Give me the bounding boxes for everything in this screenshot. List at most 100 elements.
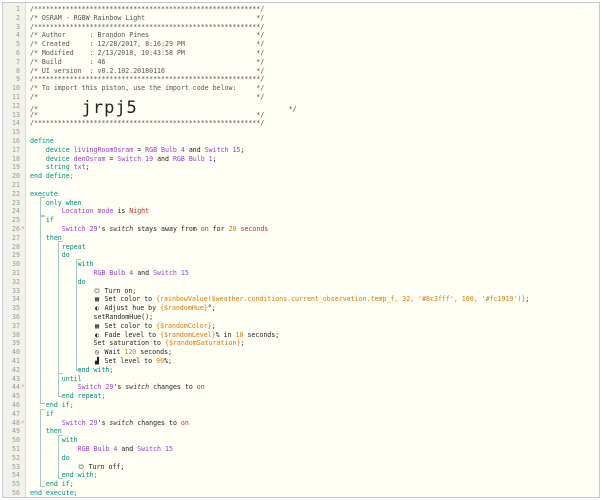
line-number: 14 [12,119,20,128]
code-line[interactable]: 12/* jrpj5 */ [3,99,599,116]
code-line[interactable]: 26⚡ Switch 29's switch stays away from o… [3,225,599,234]
code-line[interactable]: 42 end with; [3,366,599,375]
code-text: /***************************************… [30,5,264,14]
code-line[interactable]: 15 [3,128,599,137]
code-line[interactable]: 48⚡ Switch 29's switch changes to on [3,419,599,428]
action-icon: ▦ [95,321,100,330]
code-line[interactable]: 10/* To import this piston, use the impo… [3,84,599,93]
code-token: ; [525,295,530,304]
code-line[interactable]: 6/* Modified : 2/13/2018, 10:43:58 PM */ [3,49,599,58]
code-line[interactable]: 39 Set saturation to {$randomSaturation}… [3,339,599,348]
code-token: end repeat; [30,392,106,401]
code-line[interactable]: 45 end repeat; [3,392,599,401]
code-token: Fade level to [100,330,161,339]
code-text: end execute; [30,489,78,497]
bracket-with-2 [58,435,63,479]
code-line[interactable]: 28 repeat [3,243,599,252]
code-token: */ [137,104,297,113]
code-line[interactable]: 53 ⏻ Turn off; [3,463,599,472]
code-line[interactable]: 54 end with; [3,471,599,480]
code-line[interactable]: 51 RGB Bulb 4 and Switch 15 [3,445,599,454]
code-token: execute [30,189,58,198]
code-token: with [30,436,78,445]
code-token: and [133,269,154,277]
code-token: denOsram [73,154,106,163]
code-line[interactable]: 18 device denOsram = Switch 19 and RGB B… [3,155,599,164]
code-line[interactable]: 17 device livingRoomOsram = RGB Bulb 4 a… [3,146,599,155]
line-number: 4 [16,31,20,40]
code-line[interactable]: 41 ▟ Set level to 90%; [3,357,599,366]
line-number: 9 [16,75,20,84]
code-line[interactable]: 1/**************************************… [3,5,599,14]
code-line[interactable]: 14/*************************************… [3,119,599,128]
code-line[interactable]: 49 then [3,427,599,436]
line-number: 16 [12,137,20,145]
code-line[interactable]: 11/* */ [3,93,599,102]
code-line[interactable]: 38 ◐ Fade level to {$randomLevel}% in 10… [3,331,599,340]
code-line[interactable]: 13/* */ [3,111,599,120]
code-line[interactable]: 22 execute [3,190,599,199]
line-number: 22 [12,189,20,198]
line-number: 39 [12,339,20,348]
code-text: ◷ Wait 120 seconds; [30,348,172,357]
code-token: /* Created : 12/28/2017, 8:16:29 PM */ [30,40,265,49]
code-token: and [184,145,205,154]
code-token: Set color to [100,295,157,304]
code-line[interactable]: 44⚡ Switch 29's switch changes to on [3,383,599,392]
code-line[interactable]: 40 ◷ Wait 120 seconds; [3,348,599,357]
code-token: then [30,233,62,242]
code-line[interactable]: 47 if [3,410,599,419]
action-icon: ⏻ [94,286,100,295]
code-line[interactable]: 37 ▦ Set color to {$randomColor}; [3,322,599,331]
code-token: /* UI version : v0.2.102.20180116 */ [30,66,265,75]
code-token: setRandomHue(); [30,313,154,321]
code-line[interactable]: 50 with [3,436,599,445]
code-line[interactable]: 30 with [3,260,599,269]
code-line[interactable]: 27 then [3,234,599,243]
code-token: then [30,427,62,436]
code-text: end define; [30,172,74,181]
code-text: until [30,375,82,384]
code-token: /* */ [30,93,265,101]
code-text: then [30,234,62,243]
code-line[interactable]: 2/* OSRAM - RGBW Rainbow Light */ [3,14,599,23]
code-line[interactable]: 29 do [3,251,599,260]
code-line[interactable]: 55 end if; [3,480,599,489]
code-text: /* OSRAM - RGBW Rainbow Light */ [30,14,264,23]
code-line[interactable]: 8/* UI version : v0.2.102.20180116 */ [3,67,599,76]
code-token: switch [125,383,150,392]
line-number: 45 [12,392,20,401]
code-line[interactable]: 43 until [3,375,599,384]
code-line[interactable]: 32 do [3,278,599,287]
line-number: 46 [12,401,20,409]
code-line[interactable]: 7/* Build : 46 */ [3,58,599,67]
line-number: 5 [16,40,20,49]
code-token: /* To import this piston, use the import… [30,84,265,93]
code-line[interactable]: 52 do [3,454,599,463]
code-line[interactable]: 19 string txt; [3,163,599,172]
code-line[interactable]: 21 [3,181,599,190]
code-line[interactable]: 4/* Author : Brandon Pines */ [3,31,599,40]
code-line[interactable]: 3/**************************************… [3,23,599,32]
code-line[interactable]: 5 /* Created : 12/28/2017, 8:16:29 PM */ [3,40,599,49]
code-line[interactable]: 36 setRandomHue(); [3,313,599,322]
code-token: /***************************************… [30,75,265,84]
code-line[interactable]: 25 if [3,216,599,225]
code-token: RGB Bulb 4 [30,445,118,453]
code-line[interactable]: 24 Location mode is Night [3,207,599,216]
line-number: 7 [16,57,20,66]
code-line[interactable]: 35 ◐ Adjust hue by {$randomHue}°; [3,304,599,313]
code-line[interactable]: 33 ⏻ Turn on; [3,287,599,296]
code-line[interactable]: 23 only when [3,199,599,208]
code-line[interactable]: 34 ▦ Set color to {rainbowValue($weather… [3,295,599,304]
code-line[interactable]: 46 end if; [3,401,599,410]
code-text: if [30,216,54,225]
code-line[interactable]: 9 /**************************************… [3,75,599,84]
code-line[interactable]: 31 RGB Bulb 4 and Switch 15 [3,269,599,278]
code-token: do [30,251,70,260]
line-number: 26 [12,225,20,233]
